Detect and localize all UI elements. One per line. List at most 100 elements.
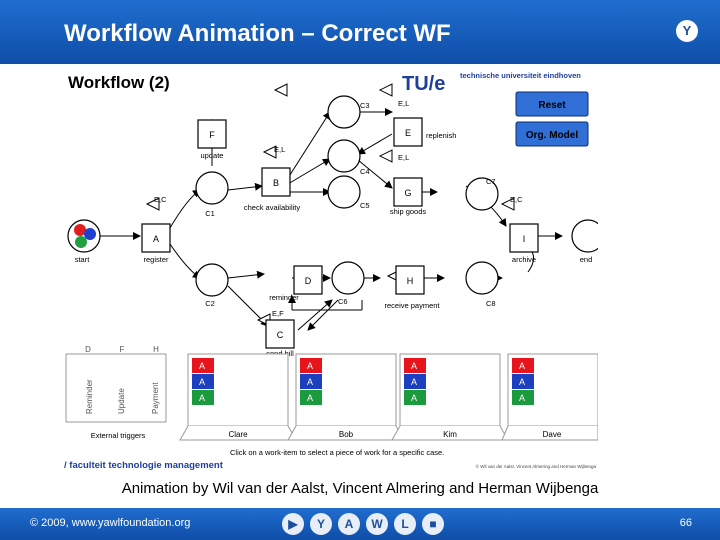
task-f[interactable] bbox=[197, 119, 227, 149]
work-item[interactable] bbox=[192, 358, 214, 373]
worker-name: Clare bbox=[228, 430, 248, 439]
svg-text:C4: C4 bbox=[360, 167, 370, 176]
svg-text:replenish: replenish bbox=[426, 131, 456, 140]
work-item[interactable] bbox=[404, 358, 426, 373]
reset-button-label: Reset bbox=[538, 100, 566, 111]
tasks bbox=[141, 117, 539, 349]
svg-text:A: A bbox=[199, 361, 205, 371]
worker-dave: AAA Dave bbox=[501, 353, 599, 441]
task-b[interactable] bbox=[261, 167, 291, 197]
place-c5 bbox=[327, 175, 361, 209]
place-c4 bbox=[327, 139, 361, 173]
svg-text:archive: archive bbox=[512, 255, 536, 264]
diagram-labels: start end register update check availabi… bbox=[75, 99, 593, 358]
task-c[interactable] bbox=[265, 319, 295, 349]
org-model-button[interactable]: Org. Model bbox=[515, 121, 589, 147]
svg-text:C8: C8 bbox=[486, 299, 496, 308]
work-item[interactable] bbox=[300, 374, 322, 389]
credit-text: © Wil van der Aalst, Vincent Almering an… bbox=[476, 463, 597, 469]
logo-letter: A bbox=[338, 513, 360, 535]
svg-text:end: end bbox=[580, 255, 593, 264]
svg-text:reminder: reminder bbox=[269, 293, 299, 302]
worker-clare: AAA Clare bbox=[179, 353, 297, 441]
places bbox=[67, 95, 605, 297]
svg-text:A: A bbox=[411, 377, 417, 387]
task-g[interactable] bbox=[393, 177, 423, 207]
svg-text:E,F: E,F bbox=[272, 309, 284, 318]
svg-text:External triggers: External triggers bbox=[91, 431, 146, 440]
logo-letter: Y bbox=[310, 513, 332, 535]
task-a[interactable] bbox=[141, 223, 171, 253]
yawl-nav-logo: ▶ Y A W L ■ bbox=[282, 513, 444, 535]
svg-text:check availability: check availability bbox=[244, 203, 301, 212]
work-item[interactable] bbox=[192, 374, 214, 389]
work-item[interactable] bbox=[512, 390, 534, 405]
footer-copyright: © 2009, www.yawlfoundation.org bbox=[30, 517, 191, 529]
task-h[interactable] bbox=[395, 265, 425, 295]
svg-text:A: A bbox=[153, 234, 159, 244]
work-item[interactable] bbox=[512, 374, 534, 389]
start-tokens bbox=[74, 224, 96, 248]
svg-text:start: start bbox=[75, 255, 91, 264]
worker-bob: AAA Bob bbox=[287, 353, 405, 441]
place-c8 bbox=[465, 261, 499, 295]
svg-text:A: A bbox=[307, 361, 313, 371]
worker-kim: AAA Kim bbox=[391, 353, 509, 441]
slide-title: Workflow Animation – Correct WF bbox=[64, 20, 451, 47]
place-c3 bbox=[327, 95, 361, 129]
svg-text:E,C: E,C bbox=[154, 195, 167, 204]
worker-name: Dave bbox=[543, 430, 562, 439]
worker-panels: AAA Clare AAA Bob AAA Kim AAA bbox=[179, 353, 599, 441]
svg-text:H: H bbox=[407, 276, 414, 286]
page-number: 66 bbox=[679, 517, 692, 529]
svg-text:A: A bbox=[199, 393, 205, 403]
work-item[interactable] bbox=[300, 390, 322, 405]
svg-text:C3: C3 bbox=[360, 101, 370, 110]
task-d[interactable] bbox=[293, 265, 323, 295]
tue-name: technische universiteit eindhoven bbox=[460, 71, 581, 80]
faculty-label: / faculteit technologie management bbox=[64, 460, 224, 471]
svg-text:F: F bbox=[209, 130, 215, 140]
trigger-reminder[interactable]: Reminder bbox=[85, 379, 94, 414]
logo-letter: W bbox=[366, 513, 388, 535]
workflow-animation-panel: Workflow (2) TU/e technische universitei… bbox=[62, 64, 605, 476]
footer-bar: © 2009, www.yawlfoundation.org ▶ Y A W L… bbox=[0, 508, 720, 540]
work-item[interactable] bbox=[404, 390, 426, 405]
diagram-heading: Workflow (2) bbox=[68, 73, 170, 92]
work-item[interactable] bbox=[192, 390, 214, 405]
work-item[interactable] bbox=[512, 358, 534, 373]
svg-text:C6: C6 bbox=[338, 297, 348, 306]
org-model-button-label: Org. Model bbox=[526, 130, 578, 141]
svg-text:A: A bbox=[199, 377, 205, 387]
svg-text:A: A bbox=[519, 361, 525, 371]
svg-text:E,L: E,L bbox=[398, 99, 409, 108]
work-item[interactable] bbox=[300, 358, 322, 373]
svg-text:A: A bbox=[411, 361, 417, 371]
tue-logo: TU/e bbox=[402, 73, 445, 95]
task-e[interactable] bbox=[393, 117, 423, 147]
svg-text:C5: C5 bbox=[360, 201, 370, 210]
svg-text:E,L: E,L bbox=[398, 153, 409, 162]
trigger-update[interactable]: Update bbox=[117, 388, 126, 414]
title-bar: Workflow Animation – Correct WF Y bbox=[0, 0, 720, 64]
svg-text:C2: C2 bbox=[205, 299, 215, 308]
place-c1 bbox=[195, 171, 229, 205]
place-c7 bbox=[465, 177, 499, 211]
yawl-logo-icon: Y bbox=[676, 20, 698, 42]
svg-text:F: F bbox=[120, 345, 125, 354]
place-c6 bbox=[331, 261, 365, 295]
work-item[interactable] bbox=[404, 374, 426, 389]
task-i[interactable] bbox=[509, 223, 539, 253]
workflow-diagram: Workflow (2) TU/e technische universitei… bbox=[64, 71, 605, 471]
trigger-payment[interactable]: Payment bbox=[151, 382, 160, 414]
worker-name: Bob bbox=[339, 430, 354, 439]
external-triggers-panel: D F H Reminder Update Payment External t… bbox=[65, 345, 167, 440]
end-place bbox=[571, 219, 605, 253]
reset-button[interactable]: Reset bbox=[515, 91, 589, 117]
svg-text:A: A bbox=[519, 377, 525, 387]
worker-name: Kim bbox=[443, 430, 457, 439]
stop-icon: ■ bbox=[422, 513, 444, 535]
place-c2 bbox=[195, 263, 229, 297]
svg-text:D: D bbox=[85, 345, 91, 354]
svg-text:E: E bbox=[405, 128, 411, 138]
